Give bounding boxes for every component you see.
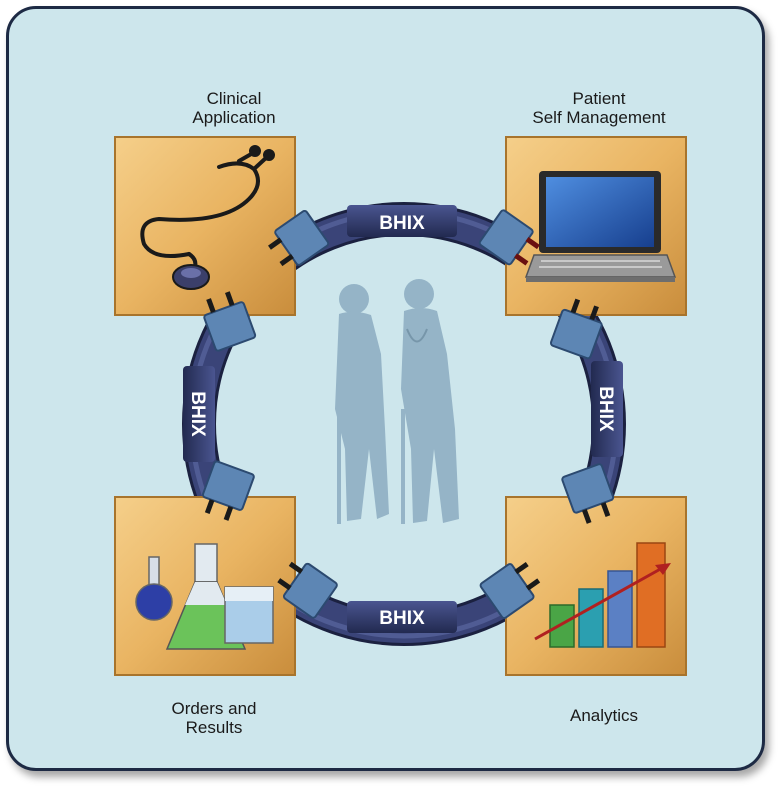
label-line: Analytics <box>569 706 639 725</box>
stethoscope-icon <box>140 145 275 290</box>
connector-plug <box>277 561 338 619</box>
clinical-application-label: Clinical Application <box>164 89 304 127</box>
label-line: Results <box>185 718 243 737</box>
patient-self-management-label: Patient Self Management <box>514 89 684 127</box>
analytics-label: Analytics <box>539 706 669 725</box>
bhix-label-left: BHIX <box>187 391 208 437</box>
label-line: Clinical <box>206 89 262 108</box>
diagram-canvas: BHIX BHIX BHIX BHIX <box>114 136 687 676</box>
laptop-icon <box>524 171 677 282</box>
connector-plug <box>549 298 603 360</box>
bhix-label-bottom: BHIX <box>379 608 425 629</box>
bhix-band-left: BHIX <box>183 366 215 462</box>
label-line: Self Management <box>532 108 666 127</box>
lab-flasks-icon <box>135 543 274 650</box>
bhix-label-top: BHIX <box>379 213 425 234</box>
patient-doctor-silhouette <box>335 279 459 524</box>
connector-plug <box>561 463 615 524</box>
connector-plug <box>202 460 255 521</box>
connector-plug <box>268 209 330 267</box>
label-line: Application <box>192 108 276 127</box>
orders-and-results-label: Orders and Results <box>144 699 284 737</box>
connector-plug <box>203 291 257 352</box>
tile-clinical-application <box>114 136 296 316</box>
diagram-frame: BHIX BHIX BHIX BHIX <box>6 6 765 771</box>
connector-plug <box>479 562 541 619</box>
label-line: Orders and <box>171 699 257 718</box>
bar-chart-icon <box>534 542 671 648</box>
bhix-band-right: BHIX <box>591 361 623 457</box>
bhix-band-bottom: BHIX <box>347 601 457 633</box>
bhix-band-top: BHIX <box>347 205 457 237</box>
label-line: Patient <box>572 89 626 108</box>
connector-plug <box>478 209 540 266</box>
bhix-label-right: BHIX <box>595 386 616 432</box>
